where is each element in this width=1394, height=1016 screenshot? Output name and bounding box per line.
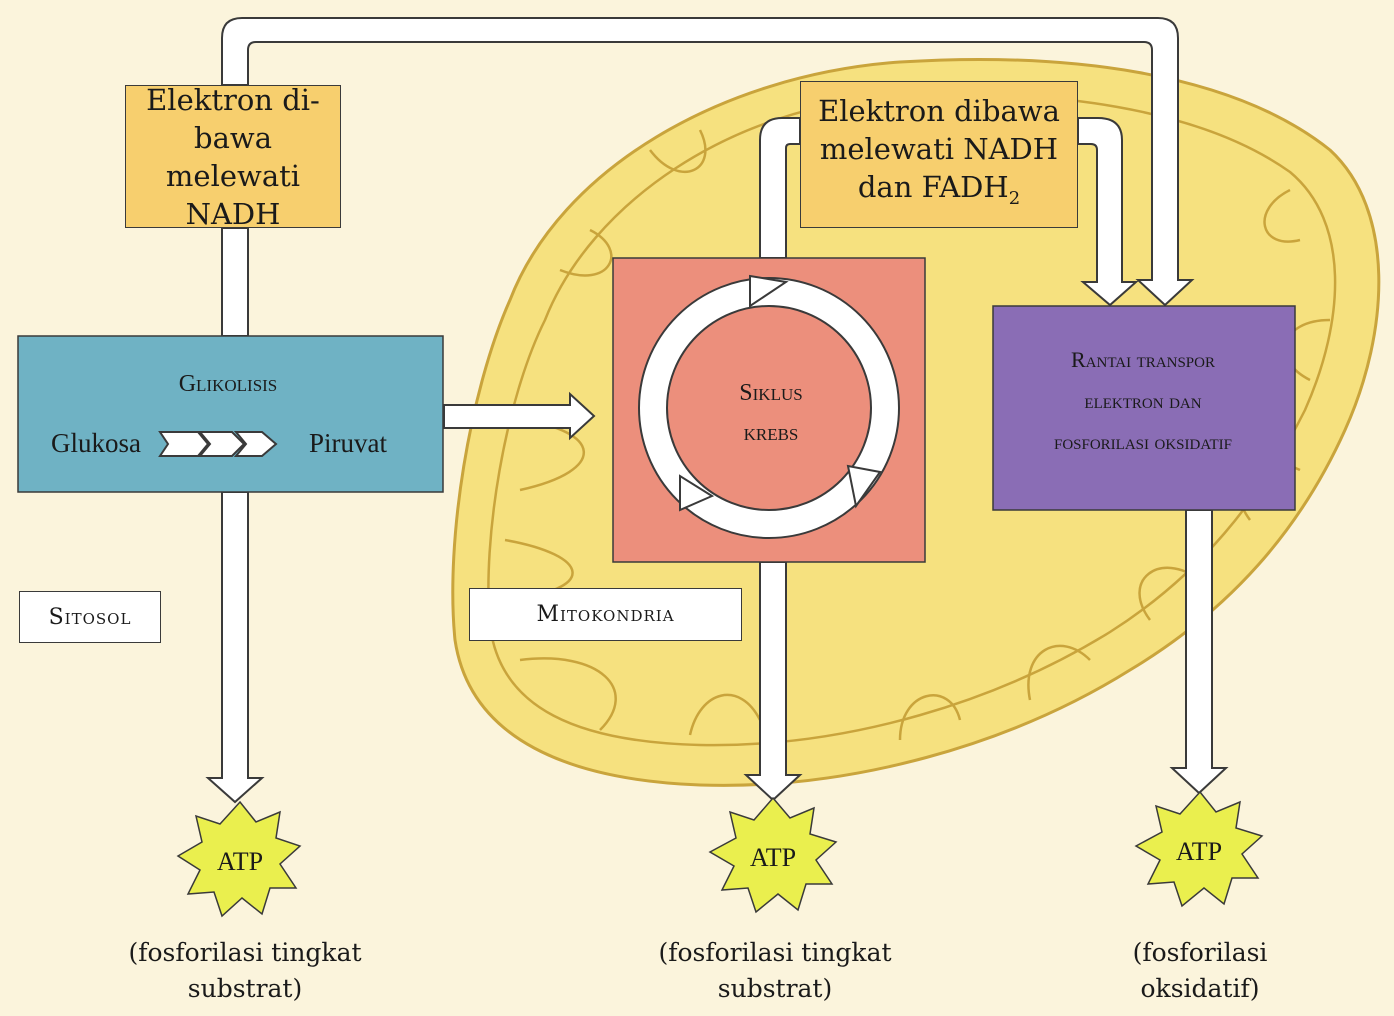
cytosol-label: Sitosol <box>19 591 161 643</box>
nadh-box-left: Elektron di- bawa melewati NADH <box>125 83 341 231</box>
nadh-left-line2: bawa melewati <box>165 120 301 193</box>
nadh-right-line2: melewati NADH <box>819 131 1059 166</box>
atp-label: ATP <box>750 843 796 872</box>
top-loop-arrow <box>221 17 1195 307</box>
atp-caption-middle-line1: (fosforilasi tingkat <box>658 938 892 967</box>
nadh-to-etc-arrow <box>1077 117 1139 307</box>
atp-caption-right-line1: (fosforilasi <box>1132 938 1268 967</box>
atp-burst-icon <box>708 796 838 914</box>
atp-burst-icon <box>176 800 302 918</box>
atp-burst-icon <box>1134 790 1264 908</box>
glycolysis-title: Glikolisis <box>179 371 278 397</box>
atp-caption-right-line2: oksidatif) <box>1140 974 1260 1003</box>
mitochondria-label: Mitokondria <box>469 588 742 641</box>
nadh-right-line3-text: dan FADH <box>857 169 1009 204</box>
atp-label: ATP <box>1176 837 1222 866</box>
glucose-label: Glukosa <box>51 428 141 458</box>
cycle-arrow-icon <box>749 274 789 308</box>
cycle-arrow-icon <box>679 474 715 512</box>
nadh-right-line3: dan FADH2 <box>818 168 1060 218</box>
fadh-subscript: 2 <box>1008 187 1021 209</box>
middle-down-arrow <box>743 561 803 802</box>
nadh-left-line1: Elektron di- <box>146 82 320 117</box>
chevron-arrows-icon <box>158 431 278 457</box>
atp-caption-middle-line2: substrat) <box>717 974 833 1003</box>
krebs-title-line1: Siklus <box>739 380 802 406</box>
nadh-right-line1: Elektron dibawa <box>818 93 1060 128</box>
nadh-left-line3: NADH <box>185 196 281 231</box>
pyruvate-label: Piruvat <box>309 428 387 458</box>
left-connector-top <box>221 227 249 337</box>
left-down-arrow <box>205 491 265 804</box>
etc-box-bg <box>992 305 1296 511</box>
atp-caption-right: (fosforilasi oksidatif) <box>1110 935 1290 1007</box>
etc-title-line1: Rantai transpor <box>1071 347 1215 372</box>
atp-caption-left-line2: substrat) <box>187 974 303 1003</box>
atp-caption-left-line1: (fosforilasi tingkat <box>128 938 362 967</box>
atp-caption-middle: (fosforilasi tingkat substrat) <box>640 935 910 1007</box>
krebs-title-line2: krebs <box>744 420 799 446</box>
cycle-arrow-icon <box>846 464 882 509</box>
glycolysis-box-bg <box>17 335 444 493</box>
nadh-box-right: Elektron dibawa melewati NADH dan FADH2 <box>800 81 1078 228</box>
right-down-arrow <box>1169 509 1229 795</box>
etc-title-line2: elektron dan <box>1084 388 1201 413</box>
atp-caption-left: (fosforilasi tingkat substrat) <box>110 935 380 1007</box>
etc-title-line3: fosforilasi oksidatif <box>1054 429 1232 454</box>
pyruvate-to-krebs-arrow <box>443 391 596 441</box>
atp-label: ATP <box>217 847 263 876</box>
